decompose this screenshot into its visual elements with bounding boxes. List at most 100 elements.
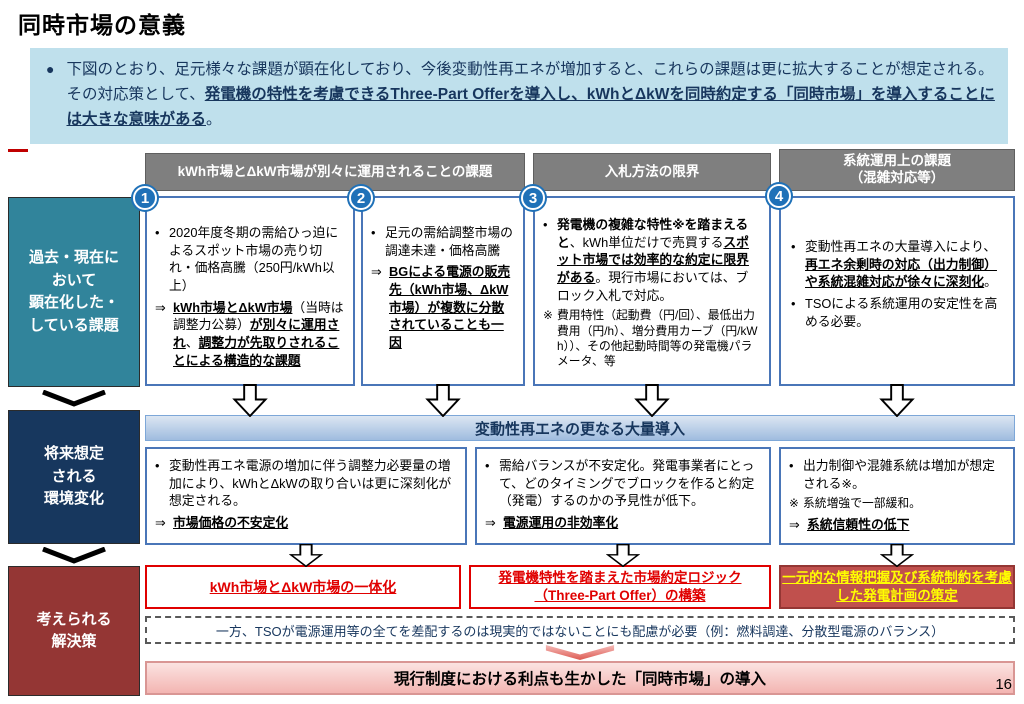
bold-text: 電源運用の非効率化 <box>503 514 619 530</box>
down-arrow-icon <box>289 544 323 567</box>
bold-text: 再エネ余剰時の対応（出力制御）や系統混雑対応が徐々に深刻化 <box>805 256 997 290</box>
plain-text: 。現行市場においては、ブロック入札で対応。 <box>557 269 749 303</box>
list-item: ⇒ 電源運用の非効率化 <box>485 514 761 532</box>
chevron-down-icon <box>42 390 106 407</box>
number-badge-2: 2 <box>349 186 373 210</box>
plain-text: 、kWh単位だけで売買する <box>569 234 724 250</box>
bullet-glyph: • <box>789 458 794 473</box>
bullet-glyph: • <box>155 225 160 240</box>
solution-box-three-part-offer: 発電機特性を踏まえた市場約定ロジック （Three-Part Offer）の構築 <box>469 565 771 609</box>
chevron-down-icon <box>42 547 106 564</box>
footnote: ※ 系統増強で一部緩和。 <box>789 496 1005 511</box>
bold-text: 市場価格の不安定化 <box>173 514 289 530</box>
list-item: ⇒ 市場価格の不安定化 <box>155 514 457 532</box>
down-arrow-icon <box>880 544 914 567</box>
bullet-glyph: • <box>155 458 160 473</box>
arrow-glyph: ⇒ <box>155 299 166 315</box>
challenge-box-1: • 2020年度冬期の需給ひっ迫によるスポット市場の売り切れ・価格高騰（250円… <box>145 196 355 386</box>
number-badge-3: 3 <box>521 186 545 210</box>
row-label-solutions: 考えられる 解決策 <box>8 566 140 696</box>
accent-line <box>8 149 28 152</box>
bullet-icon: ● <box>46 61 55 77</box>
column-header-grid-operation: 系統運用上の課題 （混雑対応等） <box>779 149 1015 191</box>
bullet-glyph: • <box>543 217 548 232</box>
intro-panel: ● 下図のとおり、足元様々な課題が顕在化しており、今後変動性再エネが増加すると、… <box>30 48 1008 144</box>
solution-text: 一元的な情報把握及び系統制約を考慮した発電計画の策定 <box>782 569 1012 603</box>
number-badge-1: 1 <box>133 186 157 210</box>
impact-3-text: 出力制御や混雑系統は増加が想定される※。 <box>803 458 995 491</box>
bold-text: kWh市場とΔkW市場 <box>173 299 293 315</box>
column-header-bidding-limits: 入札方法の限界 <box>533 153 771 191</box>
solution-text: 発電機特性を踏まえた市場約定ロジック （Three-Part Offer）の構築 <box>498 569 742 603</box>
renewables-expansion-band: 変動性再エネの更なる大量導入 <box>145 415 1015 441</box>
row-label-future-changes: 将来想定 される 環境変化 <box>8 410 140 544</box>
challenge-2-conclusion: BGによる電源の販売先（kWh市場、ΔkW市場）が複数に分散されていることも一因 <box>389 263 515 351</box>
impact-1-text: 変動性再エネ電源の増加に伴う調整力必要量の増加により、kWhとΔkWの取り合いは… <box>169 458 452 509</box>
intro-text: 下図のとおり、足元様々な課題が顕在化しており、今後変動性再エネが増加すると、これ… <box>66 58 996 134</box>
note-glyph: ※ <box>543 308 553 323</box>
caveat-note: 一方、TSOが電源運用等の全てを差配するのは現実的ではないことにも配慮が必要（例… <box>145 616 1015 644</box>
impact-2-conclusion: 電源運用の非効率化 <box>503 514 761 532</box>
plain-text: 。 <box>984 274 997 290</box>
bold-text: 発電機の複雑な特性※を踏まえると <box>557 217 749 250</box>
number-badge-4: 4 <box>767 184 791 208</box>
final-conclusion-box: 現行制度における利点も生かした「同時市場」の導入 <box>145 661 1015 695</box>
solution-box-market-integration: kWh市場とΔkW市場の一体化 <box>145 565 461 609</box>
footnote: ※ 費用特性（起動費（円/回）、最低出力費用（円/h）、増分費用カーブ（円/kW… <box>543 308 761 369</box>
bullet-glyph: • <box>371 225 376 240</box>
intro-period: 。 <box>205 110 222 128</box>
plain-text: 変動性再エネの大量導入により、 <box>805 239 997 254</box>
impact-box-3: • 出力制御や混雑系統は増加が想定される※。 ※ 系統増強で一部緩和。 ⇒ 系統… <box>779 447 1015 545</box>
impact-box-1: • 変動性再エネ電源の増加に伴う調整力必要量の増加により、kWhとΔkWの取り合… <box>145 447 467 545</box>
challenge-box-2: • 足元の需給調整市場の調達未達・価格高騰 ⇒ BGによる電源の販売先（kWh市… <box>361 196 525 386</box>
bullet-glyph: • <box>791 239 796 254</box>
arrow-glyph: ⇒ <box>371 264 382 280</box>
bold-text: スポット市場では効率的な約定に限界がある <box>557 234 749 285</box>
challenge-4-text-2: TSOによる系統運用の安定性を高める必要。 <box>805 295 998 329</box>
impact-3-conclusion: 系統信頼性の低下 <box>807 516 1005 534</box>
arrow-glyph: ⇒ <box>789 516 800 532</box>
note-glyph: ※ <box>789 496 799 511</box>
down-arrow-icon <box>879 384 915 417</box>
red-chevron-down-icon <box>545 645 615 660</box>
list-item: • 足元の需給調整市場の調達未達・価格高騰 <box>371 224 515 259</box>
impact-2-text: 需給バランスが不安定化。発電事業者にとって、どのタイミングでブロックを作ると約定… <box>499 458 755 509</box>
impact-1-conclusion: 市場価格の不安定化 <box>173 514 457 532</box>
bold-text: 系統信頼性の低下 <box>807 516 910 532</box>
challenge-2-text: 足元の需給調整市場の調達未達・価格高騰 <box>385 225 513 258</box>
bullet-glyph: • <box>485 458 490 473</box>
bold-text: 調整力が先取りされることによる構造的な課題 <box>173 334 340 368</box>
list-item: • TSOによる系統運用の安定性を高める必要。 <box>791 295 1003 330</box>
down-arrow-icon <box>425 384 461 417</box>
list-item: • 出力制御や混雑系統は増加が想定される※。 <box>789 457 1005 492</box>
plain-text: 、 <box>185 334 199 350</box>
down-arrow-icon <box>634 384 670 417</box>
page-number: 16 <box>995 676 1012 693</box>
challenge-3-text: 発電機の複雑な特性※を踏まえると、kWh単位だけで売買するスポット市場では効率的… <box>557 216 761 304</box>
list-item: • 変動性再エネの大量導入により、再エネ余剰時の対応（出力制御）や系統混雑対応が… <box>791 238 1003 291</box>
row-label-past-issues: 過去・現在に おいて 顕在化した・ している課題 <box>8 197 140 387</box>
bullet-glyph: • <box>791 295 796 311</box>
list-item: • 発電機の複雑な特性※を踏まえると、kWh単位だけで売買するスポット市場では効… <box>543 216 761 304</box>
arrow-glyph: ⇒ <box>155 514 166 530</box>
list-item: ⇒ 系統信頼性の低下 <box>789 516 1005 534</box>
list-item: • 2020年度冬期の需給ひっ迫によるスポット市場の売り切れ・価格高騰（250円… <box>155 224 345 295</box>
arrow-glyph: ⇒ <box>485 514 496 530</box>
footnote-text: 費用特性（起動費（円/回）、最低出力費用（円/h）、増分費用カーブ（円/kWh）… <box>557 308 758 369</box>
down-arrow-icon <box>606 544 640 567</box>
list-item: • 変動性再エネ電源の増加に伴う調整力必要量の増加により、kWhとΔkWの取り合… <box>155 457 457 510</box>
bold-text: BGによる電源の販売先（kWh市場、ΔkW市場）が複数に分散されていることも一因 <box>389 264 511 350</box>
intro-bold: 発電機の特性を考慮できるThree-Part Offerを導入し、kWhとΔkW… <box>66 85 995 128</box>
page-title: 同時市場の意義 <box>18 12 186 38</box>
challenge-4-text: 変動性再エネの大量導入により、再エネ余剰時の対応（出力制御）や系統混雑対応が徐々… <box>805 238 1003 291</box>
bold-text: が別々に運用され <box>173 317 340 350</box>
challenge-box-3: • 発電機の複雑な特性※を踏まえると、kWh単位だけで売買するスポット市場では効… <box>533 196 771 386</box>
footnote-text: 系統増強で一部緩和。 <box>803 496 921 511</box>
list-item: • 需給バランスが不安定化。発電事業者にとって、どのタイミングでブロックを作ると… <box>485 457 761 510</box>
intro-plain: 下図のとおり、足元様々な課題が顕在化しており、今後変動性再エネが増加すると、これ… <box>66 61 994 103</box>
solution-box-generation-planning: 一元的な情報把握及び系統制約を考慮した発電計画の策定 <box>779 565 1015 609</box>
list-item: ⇒ BGによる電源の販売先（kWh市場、ΔkW市場）が複数に分散されていることも… <box>371 263 515 351</box>
list-item: ⇒ kWh市場とΔkW市場（当時は調整力公募）が別々に運用され、調整力が先取りさ… <box>155 299 345 370</box>
down-arrow-icon <box>232 384 268 417</box>
